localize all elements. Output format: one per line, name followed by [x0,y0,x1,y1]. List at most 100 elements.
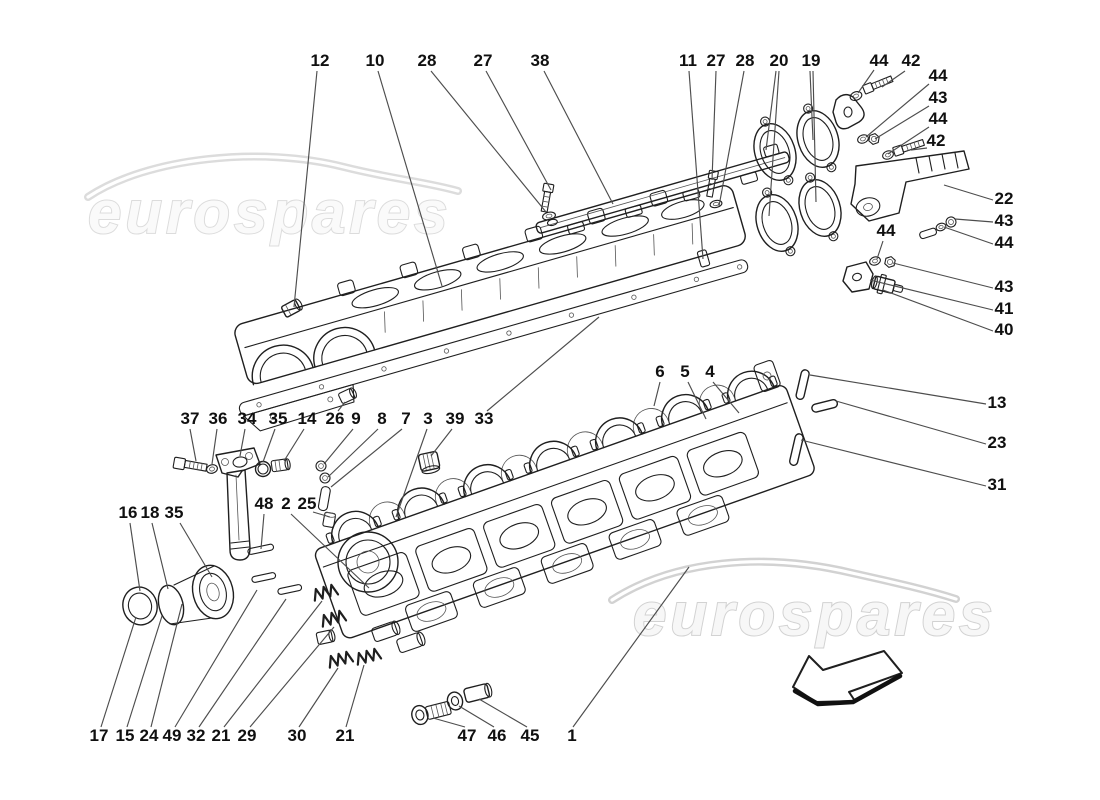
leader-line [865,83,930,138]
leader-line [478,698,528,728]
part-number-label: 24 [140,726,159,745]
leader-line [943,184,994,201]
leader-line [189,428,197,462]
leader-line [765,70,777,151]
seal-ring-16 [122,586,158,626]
leader-line [543,70,614,205]
leader-line [198,598,287,728]
port-gasket-3 [755,187,799,257]
part-number-label: 22 [995,189,1014,208]
part-number-label: 29 [238,726,257,745]
part-number-label: 28 [418,51,437,70]
part-number-label: 9 [351,409,360,428]
leader-line [179,522,213,578]
part-number-label: 7 [401,409,410,428]
cover-end-boss [696,249,711,268]
leader-line [174,589,258,728]
bolt-42b [892,139,925,157]
leader-line [432,717,466,728]
leader-line [126,615,163,728]
tappet-boss-2 [396,631,426,653]
stud-49 [251,572,277,583]
part-number-label: 42 [927,131,946,150]
lower-flange-row [404,494,730,632]
stud-32 [277,584,303,595]
part-number-label: 34 [238,409,257,428]
plug-30-neighbor [315,629,336,645]
part-number-label: 42 [902,51,921,70]
watermark-text: eurospares [633,581,997,648]
leader-line [150,603,183,728]
leader-line [887,126,930,155]
cap-39 [417,450,441,475]
part-number-label: 28 [736,51,755,70]
cam-seal-bell [157,564,235,626]
part-number-label: 1 [567,726,576,745]
socket-bolt-47 [411,701,452,726]
part-number-label: 45 [521,726,540,745]
dowel-rod-13 [795,369,810,401]
leader-line [151,522,169,590]
watermark-text: eurospares [88,179,452,246]
leader-line [129,522,141,592]
stud-31 [789,433,804,466]
cam-cover-drawing [234,185,746,386]
nut-43c [945,216,957,228]
support-bracket [850,150,970,222]
leader-line [239,428,246,457]
leader-line [943,226,994,245]
bracket-stud [919,227,938,240]
leader-line [857,69,875,94]
cover-gasket-drawing [238,259,749,432]
leader-line [395,428,428,518]
valve-spring-c [328,650,355,669]
leader-line [800,439,987,487]
part-number-label: 48 [255,494,274,513]
port-gasket-4 [798,172,842,242]
leader-line [458,705,495,728]
leader-line [298,667,339,728]
leader-line [283,428,305,462]
washer-36 [206,464,218,474]
part-number-label: 14 [298,409,317,428]
leader-line [430,428,453,457]
part-number-label: 8 [377,409,386,428]
part-number-label: 44 [929,109,948,128]
washer-44c [882,150,894,160]
part-number-label: 3 [423,409,432,428]
part-number-label: 43 [929,88,948,107]
part-number-label: 39 [446,409,465,428]
valve-spring-a [313,583,340,602]
part-number-label: 6 [655,362,664,381]
washer-44a [849,91,863,101]
washer-44f [935,222,947,232]
part-number-label: 30 [288,726,307,745]
rail-washer-right [709,199,723,209]
spacer-45 [463,682,493,703]
part-number-label: 36 [209,409,228,428]
leader-line [653,381,661,407]
rail-bolt-left [540,182,555,213]
part-number-label: 44 [995,233,1014,252]
leader-line [485,70,552,191]
leader-line [835,400,987,445]
part-number-label: 40 [995,320,1014,339]
leader-line [290,513,370,589]
part-number-label: 17 [90,726,109,745]
breather-plug [281,298,303,318]
part-number-label: 46 [488,726,507,745]
leader-line [688,70,704,260]
bush-25 [322,511,337,528]
part-number-label: 38 [531,51,550,70]
part-number-label: 26 [326,409,345,428]
exhaust-flange-row [347,431,759,616]
part-number-label: 35 [165,503,184,522]
leader-line [892,262,994,289]
part-number-label: 37 [181,409,200,428]
dowel-rod-23 [811,398,839,413]
part-number-label: 19 [802,51,821,70]
leader-line [377,70,443,287]
part-number-label: 13 [988,393,1007,412]
